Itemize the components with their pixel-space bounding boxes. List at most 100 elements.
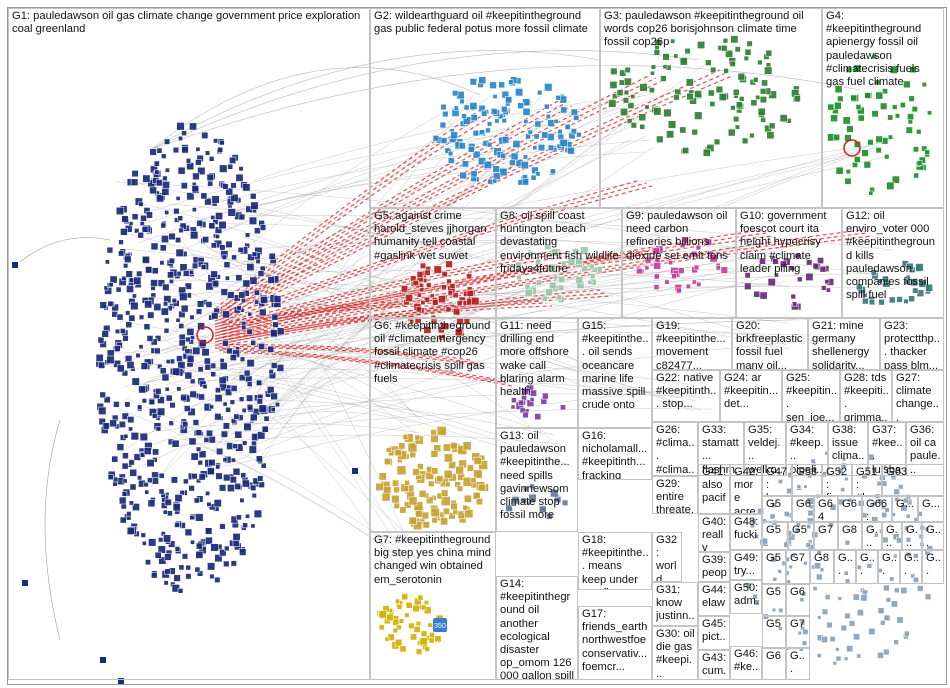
group-label: G8: oil spill coast huntington beach dev…: [500, 210, 619, 275]
group-label: G48: fucki...: [734, 516, 759, 550]
group-box-g29: G29: entire threate...: [652, 476, 698, 514]
group-label: G25: #keepitin... sen_joe...: [786, 372, 837, 422]
group-box-g1: G1: pauledawson oil gas climate change g…: [8, 8, 370, 680]
group-label: G...: [926, 524, 941, 550]
group-label: G16: nicholamall... #keepitinth... frack…: [582, 430, 648, 480]
group-box-g41: G41: also pacif...: [698, 464, 730, 514]
group-label: G52: fig...: [826, 466, 848, 495]
group-box-g15: G15: #keepitinthe... oil sends oceancare…: [578, 318, 652, 428]
group-box-g37: G37: #kee... luisba...: [868, 422, 906, 476]
group-label: G5: [766, 498, 781, 510]
group-label: G14: #keepitintheground oil another ecol…: [500, 578, 575, 680]
group-box-g70: G7: [786, 616, 810, 648]
group-label: G53: [796, 466, 818, 478]
group-label: G10: government foescot court ita height…: [740, 210, 830, 275]
group-box-g62: G6: [786, 584, 810, 616]
group-label: G2: wildearthguard oil #keepitinthegroun…: [374, 10, 588, 36]
group-box-g3: G3: pauledawson #keepitintheground oil w…: [600, 8, 822, 208]
group-box-g59: G5: [762, 616, 786, 648]
group-label: G...: [906, 524, 918, 550]
group-label: G5: [766, 586, 781, 598]
group-box-g13: G13: oil pauledawson #keepitinthe... nee…: [496, 428, 578, 532]
group-label: G5: [792, 524, 807, 536]
group-label: G39: peop... ecoc...: [702, 554, 727, 581]
group-label: G6: [766, 650, 781, 662]
group-label: G5: [766, 552, 781, 564]
group-box-g44: G44: elaw...: [698, 582, 730, 616]
group-box-g39: G39: peop... ecoc...: [698, 552, 730, 582]
group-label: G6: [790, 586, 805, 598]
group-label: G...: [838, 552, 853, 578]
group-label: G6: [842, 498, 857, 510]
group-label: G...: [860, 552, 875, 578]
group-box-g6: G6: #keepitintheground oil #climateemerg…: [370, 318, 496, 532]
group-label: G...: [790, 650, 805, 676]
group-label: G...: [904, 552, 919, 578]
group-label: G44: elaw...: [702, 584, 727, 615]
group-label: G21: mine germany shellenergy solidarity…: [812, 320, 873, 370]
group-box-g5: G5: against crime harold_steves jjhorgan…: [370, 208, 496, 318]
group-label: G17: friends_earth northwestfoe conserva…: [582, 608, 648, 673]
group-label: G...: [896, 498, 915, 510]
group-label: G50: adm...: [734, 582, 759, 613]
group-label: G36: oil ca paule...: [910, 424, 941, 476]
group-box-g60: G6: [762, 648, 786, 680]
group-label: G...: [882, 552, 897, 578]
group-box-g21: G21: mine germany shellenergy solidarity…: [808, 318, 880, 370]
group-box-g34: G34: #keep... pipeli...: [786, 422, 828, 476]
group-box-g75: G...: [882, 522, 902, 550]
group-label: G37: #kee... luisba...: [872, 424, 903, 476]
group-box-g74: G...: [862, 522, 882, 550]
group-box-g52: G52: fig...: [822, 464, 852, 496]
group-label: G24: ar #keepitin... det...: [724, 372, 779, 411]
group-box-g69: G7: [786, 550, 810, 584]
group-label: G28: tds #keepiti... grimma...: [844, 372, 889, 422]
group-box-g45: G45: pict...: [698, 616, 730, 650]
group-label: G35: veldej... welko...: [748, 424, 783, 476]
group-box-g57: G5: [762, 550, 786, 584]
group-label: G5: [766, 524, 781, 536]
group-label: G...: [926, 552, 941, 578]
group-box-g23: G23: protectthp... thacker pass blm...: [880, 318, 944, 370]
group-label: G23: protectthp... thacker pass blm...: [884, 320, 940, 370]
group-label: G8: [814, 552, 829, 564]
group-label: G13: oil pauledawson #keepitinthe... nee…: [500, 430, 573, 522]
group-box-g11: G11: need drilling end more offshore wak…: [496, 318, 578, 428]
group-label: G38: issue clima...: [832, 424, 865, 476]
group-label: G9: pauledawson oil need carbon refineri…: [626, 210, 731, 262]
group-box-g53: G53: [792, 464, 822, 496]
group-box-g65: G6: [838, 496, 862, 522]
group-box-g42: G42: more acre...: [730, 464, 762, 514]
group-box-g73: G...: [918, 496, 944, 522]
group-label: G1: pauledawson oil gas climate change g…: [12, 10, 364, 36]
group-label: G...: [866, 524, 878, 550]
group-label: G7: [790, 552, 805, 564]
group-box-g20: G20: brkfreeplastic fossil fuel many oil…: [732, 318, 808, 370]
group-label: G49: try...: [734, 552, 759, 578]
group-label: G5: against crime harold_steves jjhorgan…: [374, 210, 490, 262]
group-box-g26: G26: #clima... #clima... #clima...: [652, 422, 698, 476]
group-label: G19: #keepitinthe... movement c82477...: [656, 320, 729, 370]
group-label: G47: he...: [766, 466, 788, 495]
group-label: G26: #clima... #clima... #clima...: [656, 424, 695, 476]
group-box-g50: G50: adm...: [730, 580, 762, 614]
group-label: G6: #keepitintheground oil #climateemerg…: [374, 320, 491, 385]
group-label: G18: #keepitinthe... means keep under se…: [582, 534, 649, 589]
group-label: G...: [922, 498, 941, 510]
group-box-g63: G63: [882, 464, 944, 496]
group-label: G66: op...: [866, 498, 888, 522]
group-label: G5: [766, 618, 781, 630]
group-box-g82: G...: [922, 550, 944, 584]
group-label: G30: oil die gas #keepi...: [656, 628, 695, 680]
group-box-g67: G7: [814, 522, 838, 550]
group-box-g43: G43: cum...: [698, 650, 730, 680]
group-box-g17: G17: friends_earth northwestfoe conserva…: [578, 606, 652, 680]
group-label: G27: climate change...: [896, 372, 939, 422]
group-box-g22: G22: native #keepitinth... stop...: [652, 370, 720, 422]
group-box-g72: G...: [892, 496, 918, 522]
group-label: G42: more acre...: [734, 466, 759, 514]
group-label: G32: world leader...: [656, 534, 678, 582]
group-label: G7: [818, 524, 833, 536]
group-label: G31: know justinn...: [656, 584, 695, 625]
group-label: G20: brkfreeplastic fossil fuel many oil…: [736, 320, 803, 370]
